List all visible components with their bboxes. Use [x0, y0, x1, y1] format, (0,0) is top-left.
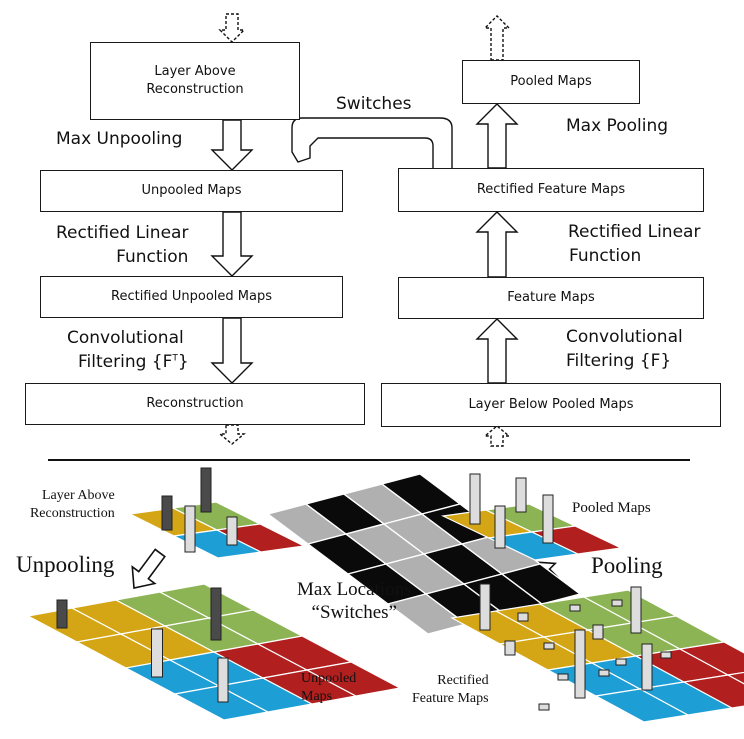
pooled-bar-blue — [494, 505, 506, 549]
rectified-bar-1 — [479, 583, 491, 631]
rectified-linear-right-arrow — [475, 211, 519, 278]
rectified-linear-right-label: Rectified Linear Function — [568, 221, 700, 269]
max-locations-caption: Max Locations “Switches” — [297, 579, 412, 625]
convolutional-right-line1: Convolutional — [566, 327, 683, 347]
outgoing-dashed-arrow-bottom-left — [218, 424, 246, 445]
layer-above-reconstruction-text: Layer Above Reconstruction — [146, 64, 244, 97]
max-unpooling-label: Max Unpooling — [56, 129, 183, 149]
pooled-maps-caption: Pooled Maps — [572, 500, 651, 516]
feature-maps-box: Feature Maps — [398, 277, 704, 319]
rectified-bar-3 — [504, 640, 516, 656]
unpooling-caption: Unpooling — [16, 552, 115, 577]
rectified-cell — [678, 641, 744, 676]
pooled-maps-text: Pooled Maps — [510, 74, 592, 90]
max-locations-line1: Max Locations — [297, 579, 412, 600]
unpooled-maps-box: Unpooled Maps — [40, 170, 343, 212]
reconstruction-box: Reconstruction — [25, 383, 365, 425]
convolutional-left-arrow — [210, 317, 254, 384]
rectified-bar-8 — [592, 624, 604, 640]
rectified-feature-maps-text: Rectified Feature Maps — [476, 182, 626, 198]
convolutional-right-arrow — [475, 318, 519, 384]
rectified-bar-7 — [630, 586, 642, 634]
incoming-dashed-arrow-top — [218, 13, 246, 43]
layer-above-bar-green — [200, 467, 212, 513]
pooling-caption: Pooling — [591, 553, 663, 578]
rectified-bar-15 — [660, 651, 672, 659]
rectified-caption-line1: Rectified — [437, 673, 489, 688]
layer-below-pooled-maps-text: Layer Below Pooled Maps — [468, 397, 634, 413]
rectified-bar-12 — [598, 669, 610, 677]
rectified-feature-maps-caption: Rectified Feature Maps — [412, 672, 489, 707]
rectified-bar-4 — [543, 642, 555, 650]
unpooled-bar-blue — [151, 628, 163, 678]
max-pooling-arrow — [475, 103, 519, 169]
unpooling-arrow — [131, 548, 166, 589]
rectified-caption-line2: Feature Maps — [412, 690, 489, 706]
rectified-bar-14 — [615, 658, 627, 666]
rectified-bar-10 — [557, 673, 569, 681]
rectified-linear-left-line1: Rectified Linear — [56, 223, 189, 243]
layer-above-reconstruction-caption: Layer Above Reconstruction — [24, 487, 115, 522]
layer-below-pooled-maps-box: Layer Below Pooled Maps — [381, 383, 721, 427]
conv-left-sup: T — [172, 353, 178, 364]
conv-left-end: } — [177, 351, 189, 372]
max-locations-line2: “Switches” — [311, 601, 397, 623]
conv-left-text: Filtering {F — [78, 351, 173, 372]
pooled-bar-yellow — [469, 473, 481, 525]
pooled-cell — [529, 525, 624, 555]
outgoing-dashed-arrow-top — [483, 15, 511, 61]
unpooled-bar-yellow — [56, 599, 68, 629]
rectified-linear-left-line2: Function — [116, 246, 189, 267]
unpooled-maps-caption: Unpooled Maps — [301, 670, 356, 705]
unpooled-bar-red — [217, 657, 229, 703]
rectified-unpooled-maps-box: Rectified Unpooled Maps — [40, 276, 343, 318]
rectified-bar-5 — [569, 604, 581, 612]
unpooled-cell — [305, 661, 402, 697]
rectified-linear-left-label: Rectified Linear Function — [56, 222, 188, 270]
rectified-linear-right-line1: Rectified Linear — [568, 222, 701, 242]
switches-connector — [291, 117, 453, 168]
unpooled-bar-green — [210, 587, 222, 641]
layer-above-bar-red — [226, 516, 238, 546]
layer-above-reconstruction-box: Layer Above Reconstruction — [90, 42, 300, 120]
rectified-feature-maps-box: Rectified Feature Maps — [398, 168, 704, 212]
rectified-bar-2 — [517, 612, 529, 622]
rectified-unpooled-maps-text: Rectified Unpooled Maps — [111, 289, 272, 305]
rectified-bar-9 — [574, 629, 586, 699]
feature-maps-text: Feature Maps — [507, 290, 595, 306]
switch-cell — [500, 563, 582, 605]
reconstruction-text: Reconstruction — [146, 396, 244, 412]
convolutional-left-line2: Filtering {FT} — [64, 351, 189, 375]
rectified-bar-6 — [611, 599, 623, 607]
rectified-cell — [682, 674, 744, 709]
rectified-cell — [726, 671, 744, 685]
convolutional-filtering-left-label: Convolutional Filtering {FT} — [64, 327, 189, 375]
switches-label: Switches — [336, 94, 412, 114]
pooled-bar-red — [542, 494, 554, 544]
unpooled-caption-line2: Maps — [301, 688, 333, 704]
layer-above-caption-line1: Layer Above — [42, 488, 115, 503]
pooled-maps-box: Pooled Maps — [462, 60, 640, 104]
layer-above-bar-blue — [184, 505, 196, 553]
rectified-bar-11 — [538, 703, 550, 711]
rectified-linear-left-arrow — [210, 211, 254, 277]
convolutional-filtering-right-label: Convolutional Filtering {F} — [566, 326, 683, 374]
convolutional-right-line2: Filtering {F} — [566, 350, 672, 371]
max-unpooling-arrow — [210, 119, 254, 171]
incoming-dashed-arrow-bottom-right — [483, 425, 511, 447]
convolutional-left-line1: Convolutional — [67, 328, 184, 348]
max-pooling-label: Max Pooling — [566, 116, 669, 136]
layer-above-cell — [215, 523, 306, 553]
layer-above-bar-yellow — [161, 495, 173, 531]
rectified-bar-13 — [641, 643, 653, 691]
pooled-bar-green — [515, 477, 527, 513]
unpooled-caption-line1: Unpooled — [301, 671, 357, 686]
unpooled-maps-text: Unpooled Maps — [141, 183, 242, 199]
layer-above-caption-line2: Reconstruction — [29, 505, 115, 521]
rectified-linear-right-line2: Function — [569, 245, 642, 266]
